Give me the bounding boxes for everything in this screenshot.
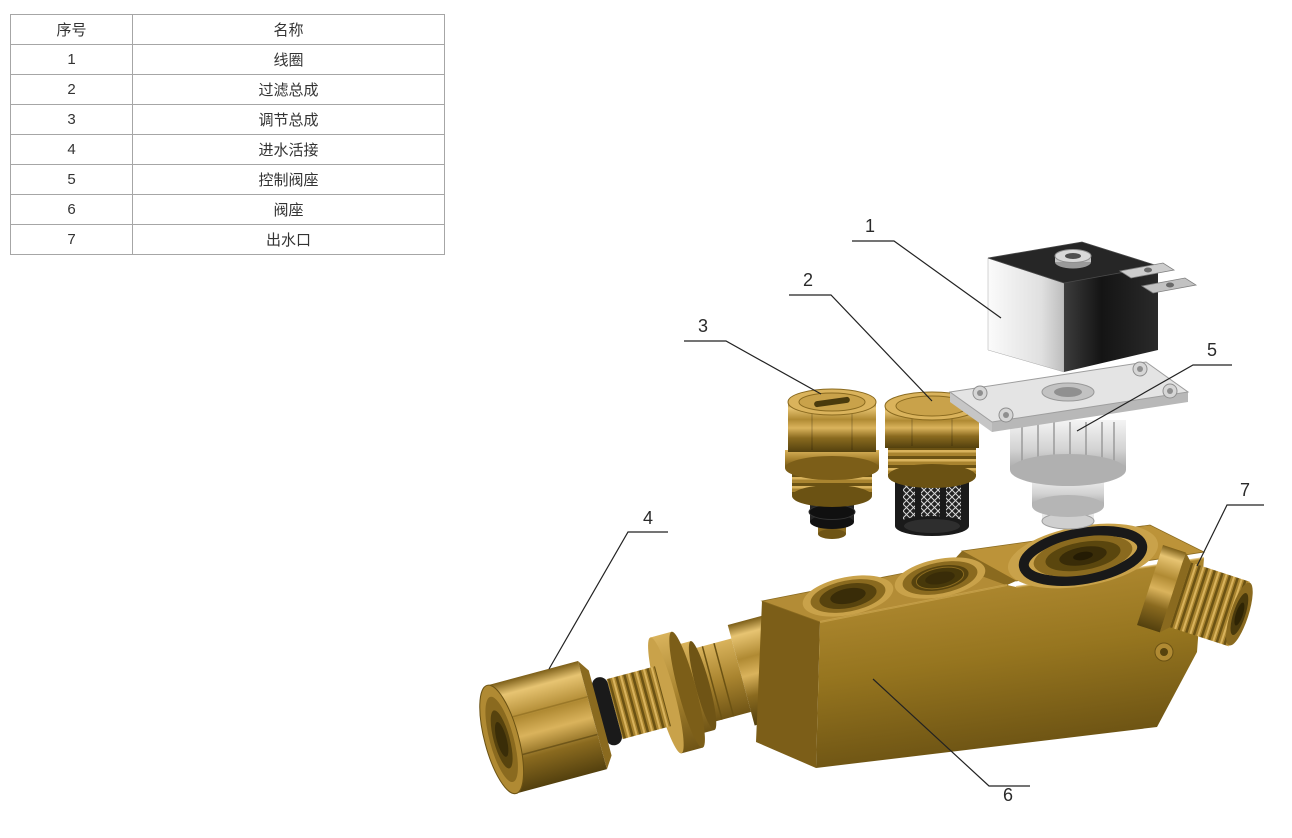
cell-name: 过滤总成 [132, 74, 445, 105]
flange-screws [972, 361, 1178, 423]
leader-line-5 [1076, 364, 1232, 432]
leader-line-6 [872, 678, 1030, 787]
outlet-nipple [1154, 642, 1174, 662]
table-row: 2 过滤总成 [10, 74, 445, 105]
coil-part [987, 241, 1198, 373]
header-part-name: 名称 [132, 14, 445, 45]
cell-no: 2 [10, 74, 133, 105]
leader-line-3 [684, 340, 822, 395]
cell-no: 3 [10, 104, 133, 135]
cell-name: 阀座 [132, 194, 445, 225]
leader-line-2 [789, 294, 933, 402]
control-valve-seat-part [948, 361, 1190, 530]
spade-terminals [1118, 262, 1198, 294]
leader-line-4 [548, 531, 668, 670]
table-row: 6 阀座 [10, 194, 445, 225]
callout-label-2: 2 [802, 270, 813, 290]
cell-no: 7 [10, 224, 133, 255]
callout-label-5: 5 [1206, 340, 1217, 360]
body-main-opening [1007, 523, 1159, 589]
leader-line-1 [852, 240, 1002, 319]
table-header-row: 序号 名称 [10, 14, 445, 45]
callout-label-7: 7 [1239, 480, 1250, 500]
leader-line-7 [1196, 504, 1264, 567]
parts-table: 序号 名称 1 线圈 2 过滤总成 3 调节总成 4 进水活接 5 控制阀座 6… [10, 14, 445, 255]
callout-label-6: 6 [1002, 785, 1013, 805]
leader-lines [548, 240, 1264, 787]
filter-assembly-part [884, 391, 980, 536]
callout-label-1: 1 [864, 216, 875, 236]
adjustment-assembly-part [785, 388, 879, 539]
callout-label-3: 3 [697, 316, 708, 336]
cell-name: 出水口 [132, 224, 445, 255]
body-bore-left [802, 575, 894, 617]
body-bore-right [894, 557, 986, 599]
callout-label-4: 4 [642, 508, 653, 528]
outlet-part [1137, 545, 1253, 647]
header-serial-number: 序号 [10, 14, 133, 45]
table-row: 7 出水口 [10, 224, 445, 255]
inlet-union-part [479, 612, 803, 795]
valve-body-part [756, 523, 1206, 768]
